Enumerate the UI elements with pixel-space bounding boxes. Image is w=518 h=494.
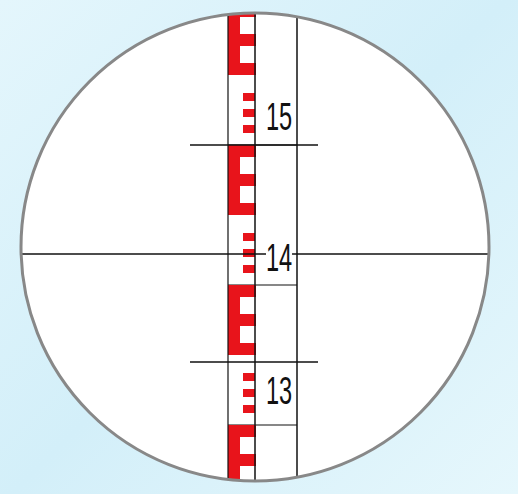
staff-line <box>227 0 228 494</box>
staff-mark <box>228 145 240 215</box>
staff-mark <box>243 109 255 117</box>
staff-mark <box>243 265 255 273</box>
staff-mark <box>240 63 256 75</box>
staff-mark <box>228 285 240 355</box>
staff-number: 15 <box>266 98 292 136</box>
staff-mark <box>243 405 255 413</box>
staff-mark <box>240 425 256 437</box>
staff-mark <box>240 174 256 186</box>
staff-mark <box>240 285 256 297</box>
staff-mark <box>240 483 256 494</box>
staff-mark <box>240 314 256 326</box>
staff-mark <box>243 249 255 257</box>
staff-mark <box>243 125 255 133</box>
staff-mark <box>240 454 256 466</box>
staff-mark <box>243 373 255 381</box>
staff-mark <box>240 343 256 355</box>
staff-number: 14 <box>266 239 292 277</box>
staff-mark <box>240 5 256 17</box>
staff-number: 13 <box>266 372 292 410</box>
staff-mark <box>243 93 255 101</box>
staff-mark <box>240 203 256 215</box>
leveling-staff <box>228 0 297 494</box>
reticle <box>20 0 490 494</box>
staff-mark <box>243 233 255 241</box>
staff-mark <box>240 145 256 157</box>
staff-mark <box>228 425 240 494</box>
staff-mark <box>243 389 255 397</box>
staff-mark <box>240 34 256 46</box>
staff-line <box>228 4 297 5</box>
